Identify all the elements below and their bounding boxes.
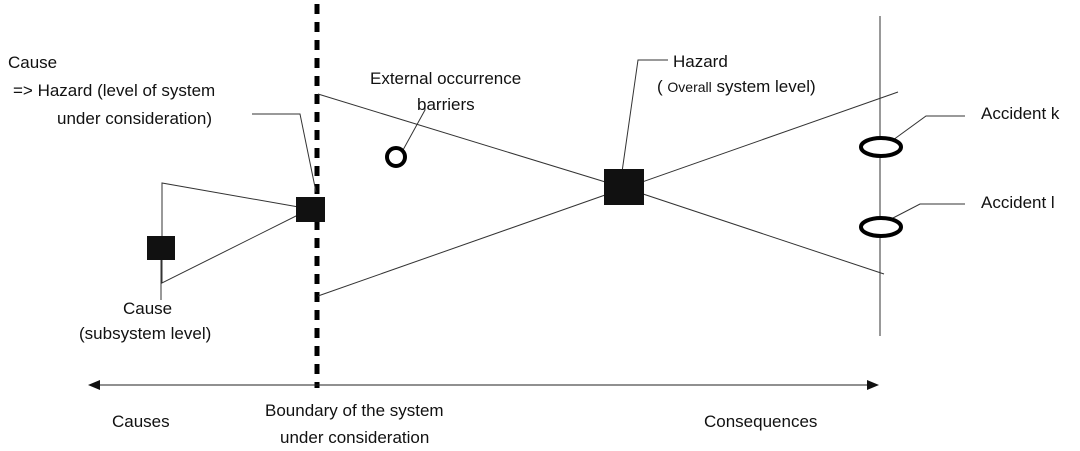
hazard-overall-leader (621, 59, 668, 173)
arrow-head-right (867, 380, 879, 390)
accident-l-label: Accident l (981, 193, 1055, 212)
hazard-overall-small-text: Overall (667, 79, 712, 95)
external-barriers-label-line2: barriers (417, 95, 475, 114)
external-barriers-label-line1: External occurrence (370, 69, 522, 88)
causes-label: Causes (112, 412, 170, 431)
accident-l-ellipse (859, 216, 903, 238)
upper-left-wing-line (317, 93, 626, 189)
overall-hazard-node (604, 169, 644, 205)
hazard-overall-label-line2: ( Overall system level) (657, 76, 816, 98)
hazard-overall-label-line1: Hazard (673, 52, 728, 71)
upper-right-wing-line (624, 91, 899, 189)
hazard-overall-rest-text: system level) (711, 77, 816, 96)
cause-hazard-leader (252, 113, 317, 193)
boundary-label-line2: under consideration (280, 428, 430, 447)
accident-k-leader (892, 115, 965, 141)
cause-subsystem-label-line1: Cause (123, 299, 173, 318)
cause-subsystem-label-line2: (subsystem level) (79, 324, 212, 343)
cause-hazard-label-line1: Cause (8, 53, 58, 72)
subsystem-wedge-upper (161, 182, 311, 246)
lower-left-wing-line (317, 187, 626, 297)
lower-right-wing-line (624, 187, 885, 275)
boundary-label-line1: Boundary of the system (265, 401, 444, 420)
subsystem-cause-node (147, 236, 175, 260)
accident-k-ellipse (859, 136, 903, 158)
external-barrier-leader (402, 104, 426, 151)
cause-hazard-label-line3: under consideration) (57, 109, 212, 128)
arrow-head-left (88, 380, 100, 390)
accident-l-leader (892, 203, 965, 219)
subsystem-wedge-lower (161, 208, 311, 284)
accident-k-label: Accident k (981, 104, 1060, 123)
consequences-label: Consequences (704, 412, 818, 431)
hazard-overall-paren: ( (657, 77, 668, 96)
system-hazard-node (296, 197, 325, 222)
external-barrier-circle (385, 146, 407, 168)
cause-hazard-label-line2: => Hazard (level of system (13, 81, 216, 100)
